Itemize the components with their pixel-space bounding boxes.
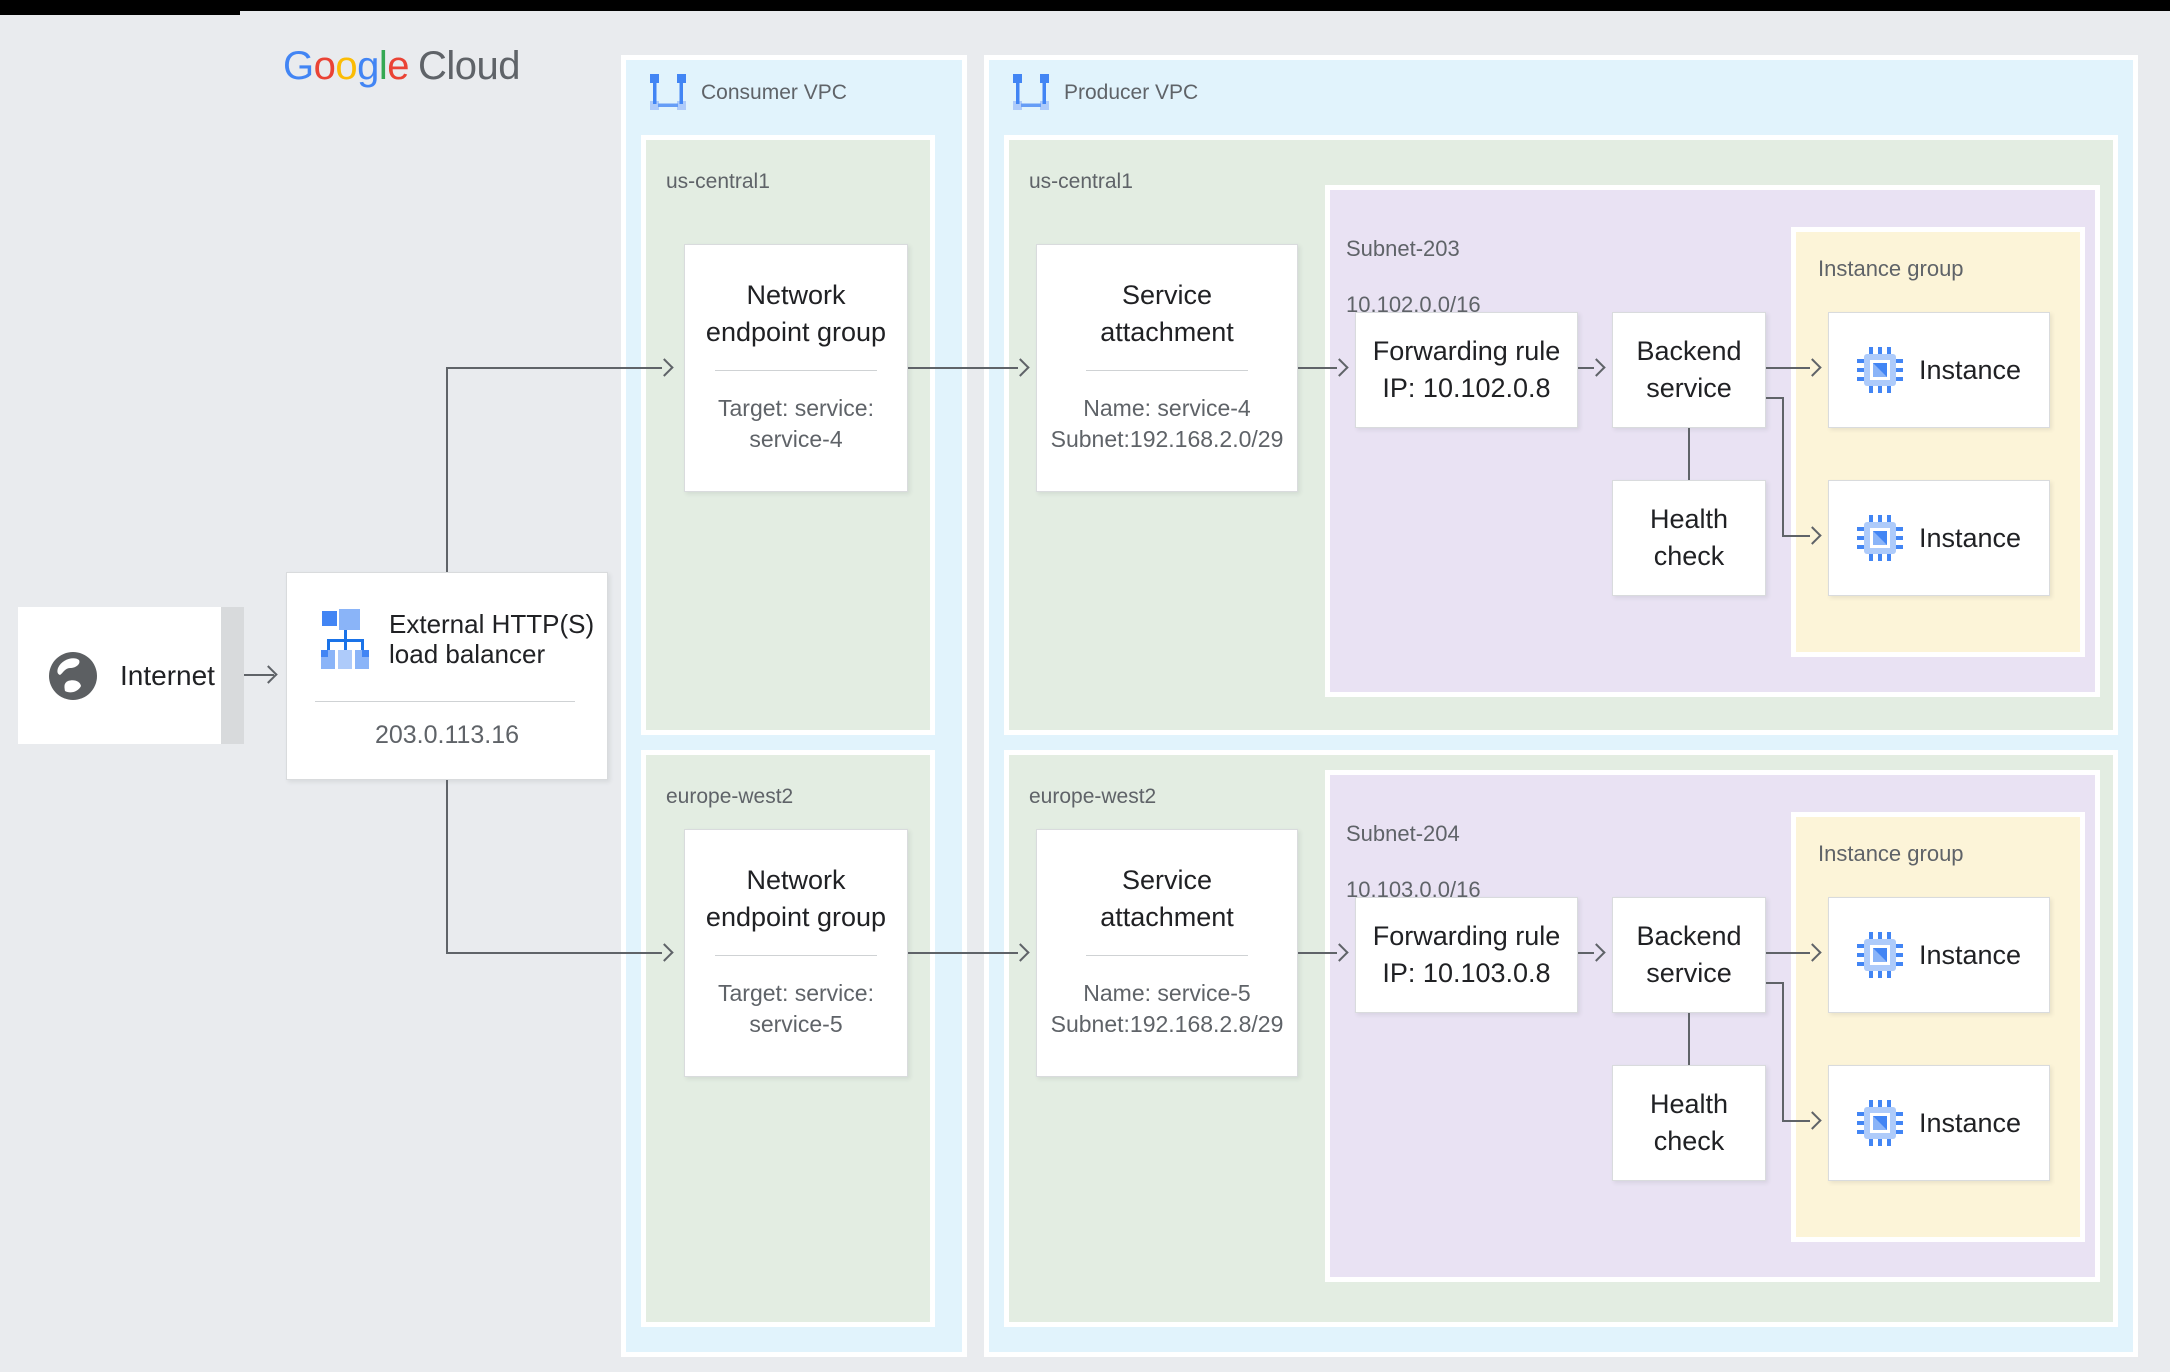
connector-line bbox=[1782, 535, 1810, 537]
load-balancer-ip: 203.0.113.16 bbox=[374, 721, 520, 749]
instance-label: Instance bbox=[1918, 522, 2022, 553]
neg-title: Network endpoint group bbox=[705, 280, 887, 347]
logo-letter: G bbox=[283, 44, 314, 88]
health-check-us-central1: Health check bbox=[1612, 480, 1766, 596]
region-label-europe-west2: europe-west2 bbox=[666, 785, 794, 808]
vpc-icon bbox=[650, 74, 686, 112]
connector-line bbox=[1298, 367, 1337, 369]
region-label-us-central1: us-central1 bbox=[1029, 170, 1133, 193]
network-endpoint-group-us-central1: Network endpoint group Target: service: … bbox=[684, 244, 908, 492]
top-black-bar-left bbox=[0, 0, 240, 15]
divider bbox=[1086, 955, 1248, 956]
connector-line bbox=[908, 952, 1018, 954]
connector-line bbox=[1766, 397, 1784, 399]
connector-line bbox=[1688, 428, 1690, 480]
logo-letter: g bbox=[357, 44, 379, 88]
connector-line bbox=[1782, 1120, 1810, 1122]
connector-line bbox=[446, 780, 448, 954]
producer-vpc-header: Producer VPC bbox=[1013, 74, 1198, 112]
consumer-vpc-header: Consumer VPC bbox=[650, 74, 847, 112]
load-balancer-title: External HTTP(S) load balancer bbox=[389, 609, 595, 669]
connector-line bbox=[1766, 367, 1810, 369]
divider bbox=[715, 370, 877, 371]
connector-line bbox=[446, 367, 662, 369]
service-attachment-europe-west2: Service attachment Name: service-5 Subne… bbox=[1036, 829, 1298, 1077]
top-black-bar bbox=[0, 0, 2170, 11]
sa-details: Name: service-5 Subnet:192.168.2.8/29 bbox=[1050, 980, 1284, 1037]
instance-group-label: Instance group bbox=[1818, 841, 1964, 866]
instance-label: Instance bbox=[1918, 939, 2022, 970]
vpc-icon bbox=[1013, 74, 1049, 112]
connector-line bbox=[1578, 367, 1594, 369]
connector-line bbox=[1578, 952, 1594, 954]
logo-cloud-text: Cloud bbox=[418, 44, 521, 88]
instance-4: Instance bbox=[1828, 1065, 2050, 1181]
producer-vpc-label: Producer VPC bbox=[1064, 81, 1199, 104]
forwarding-rule-us-central1: Forwarding rule IP: 10.102.0.8 bbox=[1355, 312, 1578, 428]
logo-letter: e bbox=[387, 44, 410, 88]
forwarding-rule-europe-west2: Forwarding rule IP: 10.103.0.8 bbox=[1355, 897, 1578, 1013]
neg-title: Network endpoint group bbox=[705, 865, 887, 932]
divider bbox=[315, 701, 575, 702]
connector-line bbox=[1766, 952, 1810, 954]
instance-label: Instance bbox=[1918, 354, 2022, 385]
connector-line bbox=[446, 952, 662, 954]
internet-node: Internet bbox=[18, 607, 221, 744]
instance-2: Instance bbox=[1828, 480, 2050, 596]
backend-service-us-central1: Backend service bbox=[1612, 312, 1766, 428]
sa-details: Name: service-4 Subnet:192.168.2.0/29 bbox=[1050, 395, 1284, 452]
compute-chip-icon bbox=[1856, 1100, 1903, 1146]
load-balancer-icon bbox=[319, 609, 371, 671]
internet-label: Internet bbox=[120, 659, 215, 691]
health-check-europe-west2: Health check bbox=[1612, 1065, 1766, 1181]
consumer-vpc-label: Consumer VPC bbox=[701, 81, 847, 104]
region-label-us-central1: us-central1 bbox=[666, 170, 770, 193]
divider bbox=[715, 955, 877, 956]
compute-chip-icon bbox=[1856, 932, 1903, 978]
logo-letter: o bbox=[313, 44, 336, 88]
connector-line bbox=[1688, 1013, 1690, 1065]
instance-label: Instance bbox=[1918, 1107, 2022, 1138]
compute-chip-icon bbox=[1856, 347, 1903, 393]
connector-line bbox=[1298, 952, 1337, 954]
connector-line bbox=[446, 368, 448, 572]
compute-chip-icon bbox=[1856, 515, 1903, 561]
instance-1: Instance bbox=[1828, 312, 2050, 428]
connector-line bbox=[1782, 397, 1784, 537]
backend-service-europe-west2: Backend service bbox=[1612, 897, 1766, 1013]
globe-icon bbox=[48, 651, 98, 701]
neg-target: Target: service: service-5 bbox=[718, 980, 874, 1037]
sa-title: Service attachment bbox=[1100, 865, 1234, 932]
connector-line bbox=[1766, 982, 1784, 984]
region-label-europe-west2: europe-west2 bbox=[1029, 785, 1157, 808]
connector-line bbox=[908, 367, 1018, 369]
service-attachment-us-central1: Service attachment Name: service-4 Subne… bbox=[1036, 244, 1298, 492]
instance-group-label: Instance group bbox=[1818, 256, 1964, 281]
logo-letter: o bbox=[335, 44, 358, 88]
connector-line bbox=[244, 674, 274, 676]
divider bbox=[1086, 370, 1248, 371]
sa-title: Service attachment bbox=[1100, 280, 1234, 347]
arrowhead bbox=[259, 665, 278, 684]
neg-target: Target: service: service-4 bbox=[718, 395, 874, 452]
logo-letter: l bbox=[378, 44, 388, 88]
instance-3: Instance bbox=[1828, 897, 2050, 1013]
network-endpoint-group-europe-west2: Network endpoint group Target: service: … bbox=[684, 829, 908, 1077]
connector-line bbox=[1782, 982, 1784, 1122]
external-https-load-balancer-node: External HTTP(S) load balancer 203.0.113… bbox=[286, 572, 608, 780]
